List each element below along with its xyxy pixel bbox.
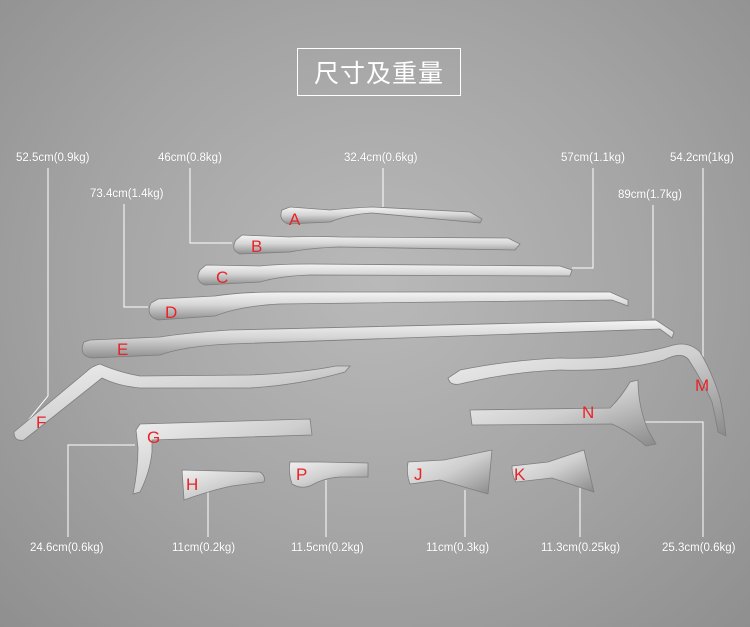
tool-c: [197, 263, 573, 286]
title-box: 尺寸及重量: [297, 48, 461, 96]
page-title: 尺寸及重量: [313, 59, 444, 88]
tool-j: [406, 449, 493, 495]
dimension-label-c: 57cm(1.1kg): [561, 152, 625, 164]
letter-j: J: [414, 465, 423, 484]
letter-n: N: [582, 403, 594, 422]
tool-h: [181, 469, 265, 501]
letter-f: F: [36, 413, 46, 432]
tool-a: [280, 206, 483, 225]
tool-e: [81, 319, 675, 359]
letter-p: P: [296, 465, 307, 484]
tool-f: [13, 363, 351, 441]
dimension-label-n: 25.3cm(0.6kg): [662, 542, 736, 554]
dimension-label-p: 11.5cm(0.2kg): [291, 542, 364, 554]
dimension-label-j: 11cm(0.3kg): [426, 542, 490, 554]
dimension-label-b: 46cm(0.8kg): [158, 152, 222, 164]
letter-a: A: [289, 210, 301, 229]
dimension-label-d: 73.4cm(1.4kg): [90, 188, 164, 200]
tool-k: [511, 449, 595, 493]
letter-k: K: [514, 465, 526, 484]
tool-n: [469, 379, 657, 447]
letter-d: D: [165, 303, 177, 322]
letter-m: M: [695, 376, 709, 395]
dimension-label-h: 11cm(0.2kg): [172, 542, 236, 554]
dimension-label-a: 32.4cm(0.6kg): [344, 152, 418, 164]
dimension-label-f: 52.5cm(0.9kg): [16, 152, 90, 164]
letter-c: C: [216, 268, 228, 287]
tool-g: [132, 418, 313, 495]
letter-labels: A B C D E F G H P J K N M: [36, 210, 709, 494]
dimension-label-k: 11.3cm(0.25kg): [541, 542, 621, 554]
tool-p: [288, 461, 369, 488]
dimension-label-m: 54.2cm(1kg): [670, 152, 734, 164]
dimension-label-g: 24.6cm(0.6kg): [30, 542, 104, 554]
tool-m: [447, 343, 727, 437]
letter-h: H: [186, 475, 198, 494]
tool-b: [233, 234, 521, 255]
letter-g: G: [147, 428, 160, 447]
letter-b: B: [251, 237, 262, 256]
letter-e: E: [117, 340, 128, 359]
dimension-label-e: 89cm(1.7kg): [618, 189, 682, 201]
tool-d: [148, 291, 629, 321]
